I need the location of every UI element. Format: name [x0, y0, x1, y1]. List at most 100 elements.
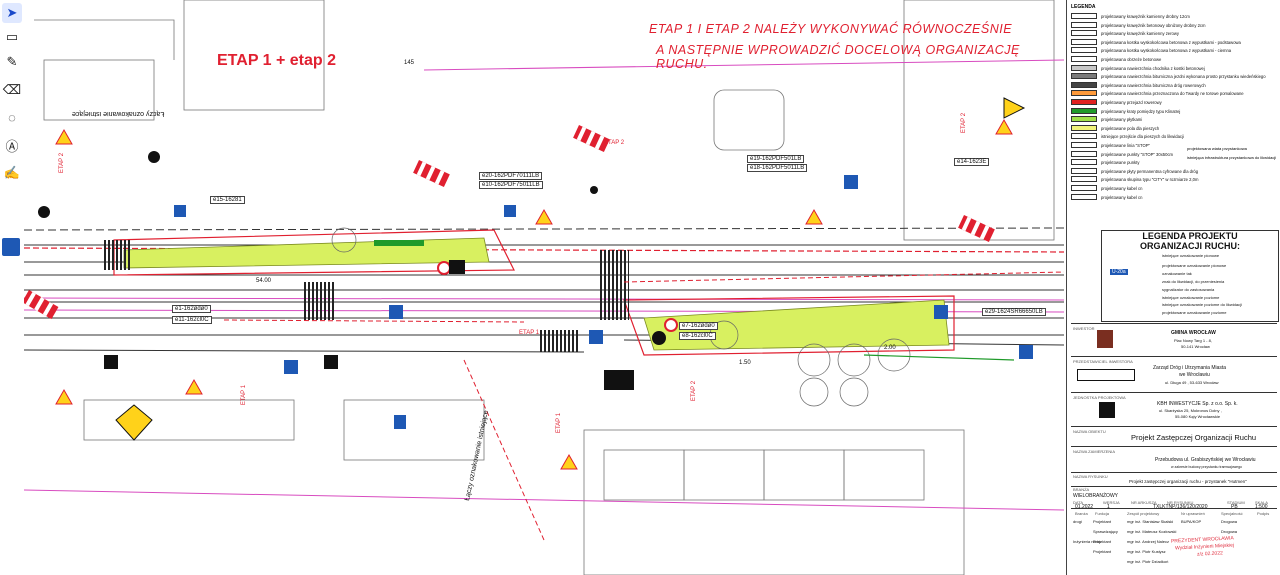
- designer-block: JEDNOSTKA PROJEKTOWA KBH INWESTYCJE Sp. …: [1071, 392, 1277, 425]
- project-legend: LEGENDA PROJEKTU ORGANIZACJI RUCHU: istn…: [1101, 230, 1279, 322]
- legend-row: projektowany płytkami: [1071, 115, 1275, 124]
- roles-header-role: Funkcja: [1095, 511, 1110, 516]
- legend-swatch: [1071, 176, 1097, 183]
- number-label: 145: [404, 60, 415, 66]
- legend-extra: istniejąca infrastruktura przystankowa d…: [1187, 155, 1277, 160]
- role-cell-person: mgr inż. Mateusz Kozłowski: [1127, 529, 1177, 534]
- stage-value: PB: [1231, 504, 1238, 510]
- traffic-plan-drawing: [24, 0, 1064, 575]
- legend-swatch: [1071, 81, 1097, 88]
- legend-row: projektowana nawierzchnia chodnika z kos…: [1071, 64, 1275, 73]
- eraser-tool-icon[interactable]: ⌫: [2, 82, 22, 97]
- legend-text: projektowane płyty permanentna cyfrowane…: [1101, 168, 1199, 174]
- tag-e12: e11-162cl0C: [172, 316, 212, 324]
- task-sub: w zakresie budowy przystanku tramwajoweg…: [1171, 465, 1243, 469]
- tag-e9: e7-162ødø0: [679, 322, 718, 330]
- project-legend-item: projektowane oznakowanie pionowe: [1162, 263, 1227, 268]
- legend-text: istniejące przejście dla pieszych do lik…: [1101, 134, 1184, 140]
- select-tool-icon[interactable]: ➤: [2, 3, 22, 23]
- sign-tool-icon[interactable]: ✍: [3, 165, 21, 180]
- legend-row: projektowany przejazd rowerowy: [1071, 98, 1275, 107]
- temporary-lines: [223, 271, 1064, 541]
- role-cell-role: Sprawdzający: [1093, 529, 1118, 534]
- number-value: TXLKTNP/136/120/2020: [1153, 504, 1208, 510]
- legend-text: projektowana kostka wyskokoścowa betonow…: [1101, 48, 1232, 54]
- role-cell-person: mgr inż. Stanisław Skalski: [1127, 519, 1174, 524]
- object-label: NAZWA OBIEKTU: [1073, 429, 1106, 434]
- legend-text: projektowany krawężnik kamienny zerowy: [1101, 31, 1179, 37]
- executor-label: PRZEDSTAWICIEL INWESTORA: [1073, 359, 1133, 364]
- text-select-tool-icon[interactable]: Ⓐ: [5, 138, 19, 154]
- branch-label: BRANŻA: [1073, 487, 1090, 492]
- designer-city: 55-080 Kąty Wrocławskie: [1175, 414, 1221, 419]
- rectangle-tool-icon[interactable]: ▭: [5, 29, 19, 44]
- designer-address: ul. Skarżyska 25, Mokronos Dolny ,: [1159, 408, 1222, 413]
- task-label: NAZWA ZAMIERZENIA: [1073, 449, 1116, 454]
- legend-swatch: [1071, 64, 1097, 71]
- drawing-name: Projekt zastępczej organizacji ruchu - p…: [1129, 479, 1247, 484]
- stage-title: ETAP 1 + etap 2: [217, 52, 337, 69]
- legend-row: projektowany krawężnik kamienny drobny 1…: [1071, 12, 1275, 21]
- executor-address: ul. Długa 49 , 53-633 Wrocław: [1165, 380, 1219, 385]
- legend-row: projektowany krawężnik kamienny zerowy: [1071, 29, 1275, 38]
- project-legend-item: istniejące oznakowanie poziome: [1162, 295, 1220, 300]
- legend-swatch: [1071, 73, 1097, 80]
- object-block: NAZWA OBIEKTU Projekt Zastępczej Organiz…: [1071, 426, 1277, 447]
- green-strip: [374, 240, 424, 246]
- legend-text: projektowane punkty: [1101, 160, 1140, 166]
- legend-row: projektowana nawierzchnia przeznaczona d…: [1071, 89, 1275, 98]
- legend-text: projektowane linia "STOP": [1101, 143, 1150, 148]
- legend-swatch: [1071, 150, 1097, 157]
- tag-e1: e1-162ødø0: [172, 305, 211, 313]
- etap-label: ETAP 1: [241, 384, 248, 406]
- legend-swatch: [1071, 99, 1097, 105]
- task-block: NAZWA ZAMIERZENIA Przebudowa ul. Grabisz…: [1071, 446, 1277, 473]
- legend-swatch: [1071, 38, 1097, 45]
- platform-stage-1: [123, 237, 490, 269]
- legend-swatch: [1071, 107, 1097, 114]
- investor-address: Plac Nowy Targ 1 - 8,: [1174, 338, 1212, 343]
- investor-block: INWESTOR GMINA WROCŁAW Plac Nowy Targ 1 …: [1071, 323, 1277, 354]
- legend-row: projektowany kabel cn: [1071, 193, 1275, 202]
- project-legend-item: sygnalizator do zastosowania: [1162, 287, 1215, 292]
- legend-row: projektowany kraty pomiędzy typu Klinatr…: [1071, 107, 1275, 116]
- legend-text: projektowany krawężnik betonowy obniżony…: [1101, 22, 1206, 28]
- role-cell-person: mgr inż. Piotr Dziadkoń: [1127, 559, 1169, 564]
- legend-row: projektowane pola dla pieszych: [1071, 124, 1275, 133]
- legend-swatch: [1071, 133, 1097, 140]
- legend-text: projektowany przejazd rowerowy: [1101, 100, 1162, 105]
- number-label: NR RYSUNKU: [1167, 500, 1194, 505]
- roles-header-team: Zespół projektowy: [1127, 511, 1160, 516]
- legend-swatch: [1071, 47, 1097, 54]
- roles-header-sign: Podpis: [1257, 511, 1270, 516]
- part-label: WERSJA: [1103, 500, 1120, 505]
- tag-e5: e18-162PDF5011LB: [747, 164, 808, 172]
- lasso-tool-icon[interactable]: ◌: [8, 109, 16, 125]
- legend-text: projektowana nawierzchnia przeznaczona d…: [1101, 91, 1244, 97]
- etap-label: ETAP 1: [519, 330, 540, 336]
- role-cell-spec: Drogowa: [1221, 529, 1238, 534]
- etap-label: ETAP 2: [691, 380, 698, 402]
- legend-text: projektowana nawierzchnia bitumiczna jez…: [1101, 74, 1266, 80]
- tram-track-lines: [24, 59, 1064, 511]
- green-line: [863, 354, 1015, 361]
- stage-note-line-1: ETAP 1 I ETAP 2 NALEŻY WYKONYWAĆ RÓWNOCZ…: [649, 22, 1013, 36]
- sheet-label: NR ARKUSZA: [1131, 500, 1157, 505]
- tag-e2: e20-162PDF70111LB: [479, 172, 543, 180]
- legend-text: projektowana kostka wyskokoścowa betonow…: [1101, 39, 1241, 45]
- role-cell-branch: drogi: [1073, 519, 1082, 524]
- pen-tool-icon[interactable]: ✎: [6, 54, 18, 69]
- legend-swatch: [1071, 116, 1097, 123]
- scale-label: SKALA: [1255, 500, 1268, 505]
- legend-text: projektowane pola dla pieszych: [1101, 125, 1160, 131]
- legend-row: projektowana nawierzchnia bitumiczna dró…: [1071, 81, 1275, 90]
- roles-header-branch: Branża: [1075, 511, 1088, 516]
- date-value: 01.2022: [1075, 504, 1094, 510]
- legend-swatch: [1071, 56, 1097, 62]
- legend-text: projektowana skupina typu "CITY" w rozmi…: [1101, 177, 1199, 183]
- measure-label: 54.00: [256, 278, 272, 284]
- drawing-canvas[interactable]: ETAP 1 + etap 2 ETAP 1 I ETAP 2 NALEŻY W…: [24, 0, 1064, 575]
- wroclaw-logo-icon: [1097, 330, 1113, 348]
- investor-city: 50-141 Wrocław: [1181, 344, 1210, 349]
- roles-header-right: Nr uprawnień: [1181, 511, 1205, 516]
